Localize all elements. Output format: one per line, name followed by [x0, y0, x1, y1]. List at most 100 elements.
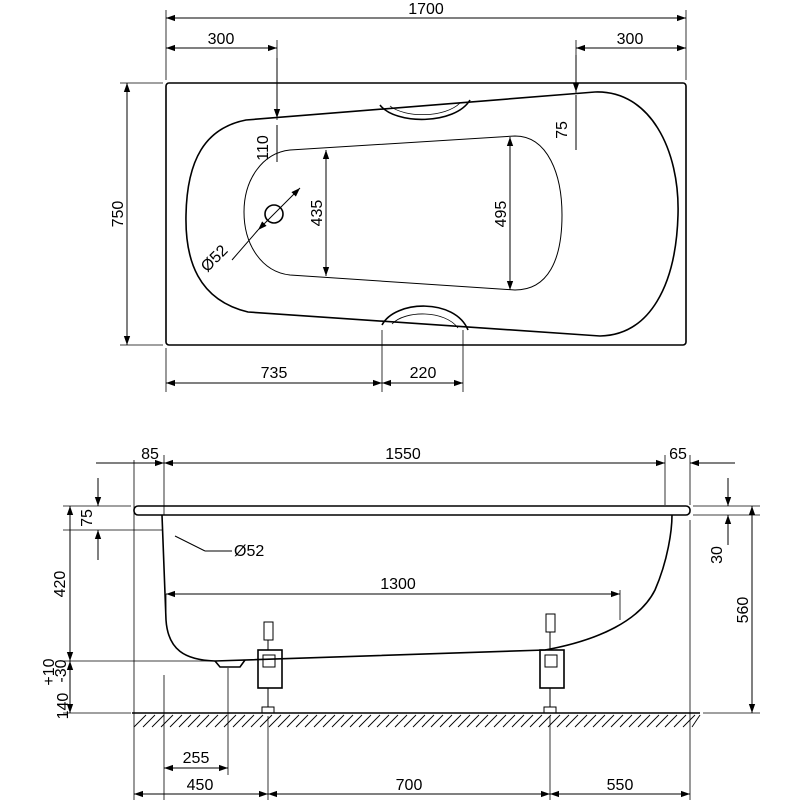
hatch-line — [169, 714, 183, 728]
hatch-line — [538, 714, 552, 728]
hatch-line — [520, 714, 534, 728]
hatch-line — [142, 714, 156, 728]
hatch-line — [331, 714, 345, 728]
hatch-line — [304, 714, 318, 728]
hatch-line — [484, 714, 498, 728]
hatch-line — [619, 714, 633, 728]
hatch-line — [151, 714, 165, 728]
hatch-line — [565, 714, 579, 728]
hatch-line — [673, 714, 687, 728]
hatch-line — [187, 714, 201, 728]
tub-rim — [133, 505, 691, 516]
basin-outline — [185, 91, 679, 337]
dim-inner-width-narrow: 435 — [309, 200, 326, 227]
dim-tub-height: 420 — [52, 571, 69, 598]
dim-leg-offset-left: 450 — [187, 777, 214, 794]
hatch-line — [691, 714, 701, 728]
hatch-line — [403, 714, 417, 728]
tub-body-side — [161, 514, 673, 662]
top-view: 1700 300 300 750 110 75 435 495 Ø52 735 … — [110, 1, 687, 392]
hatch-line — [421, 714, 435, 728]
dim-drain-diameter-side: Ø52 — [234, 543, 264, 560]
hatch-line — [628, 714, 642, 728]
hatch-line — [646, 714, 660, 728]
hatch-line — [592, 714, 606, 728]
dim-inner-length: 1550 — [385, 446, 421, 463]
hatch-line — [529, 714, 543, 728]
dim-overall-length: 1700 — [408, 1, 444, 18]
hatch-line — [502, 714, 516, 728]
hatch-line — [376, 714, 390, 728]
hatch-line — [259, 714, 273, 728]
handle-recess-top — [379, 99, 471, 121]
side-view: 85 1550 65 75 Ø52 1300 420 140 +10 -30 3… — [41, 446, 760, 800]
dim-drain-offset: 255 — [183, 750, 210, 767]
hatch-line — [286, 714, 300, 728]
hatch-line — [232, 714, 246, 728]
hatch-line — [367, 714, 381, 728]
hatch-line — [322, 714, 336, 728]
hatch-line — [511, 714, 525, 728]
hatch-line — [655, 714, 669, 728]
hatch-line — [466, 714, 480, 728]
hatch-line — [277, 714, 291, 728]
hatch-line — [430, 714, 444, 728]
hatch-line — [682, 714, 696, 728]
dim-inner-width-wide: 495 — [493, 201, 510, 228]
dim-leg-height-plus: +10 — [41, 658, 58, 685]
dim-drain-diameter-top: Ø52 — [198, 242, 231, 275]
hatch-line — [574, 714, 588, 728]
hatch-line — [556, 714, 570, 728]
hatch-line — [295, 714, 309, 728]
dim-handle-position: 735 — [261, 365, 288, 382]
dim-handle-width: 220 — [410, 365, 437, 382]
hatch-line — [637, 714, 651, 728]
hatch-line — [583, 714, 597, 728]
dim-rim-thickness: 75 — [79, 509, 96, 527]
tub-outline-top — [165, 82, 687, 346]
support-leg-left — [257, 621, 283, 714]
dim-leg-height-base: 140 — [55, 693, 72, 720]
hatch-line — [412, 714, 426, 728]
hatch-line — [610, 714, 624, 728]
hatch-line — [439, 714, 453, 728]
hatch-line — [664, 714, 678, 728]
floor-hatch — [133, 714, 701, 728]
hatch-line — [268, 714, 282, 728]
hatch-line — [205, 714, 219, 728]
basin-floor — [243, 135, 563, 291]
dim-right-offset: 300 — [617, 31, 644, 48]
hatch-line — [457, 714, 471, 728]
hatch-line — [241, 714, 255, 728]
hatch-line — [475, 714, 489, 728]
hatch-line — [313, 714, 327, 728]
handle-recess-bottom — [381, 305, 469, 331]
dim-side-gap: 30 — [709, 546, 726, 564]
dim-leg-spacing: 700 — [396, 777, 423, 794]
dim-leg-offset-right: 550 — [607, 777, 634, 794]
hatch-line — [133, 714, 147, 728]
dim-total-height: 560 — [735, 597, 752, 624]
dim-end-width: 110 — [255, 135, 272, 161]
dim-rim-depth: 75 — [554, 121, 571, 139]
dim-overall-width: 750 — [110, 201, 127, 228]
hatch-line — [385, 714, 399, 728]
hatch-line — [394, 714, 408, 728]
hatch-line — [160, 714, 174, 728]
hatch-line — [340, 714, 354, 728]
dim-left-offset: 300 — [208, 31, 235, 48]
support-leg-right — [539, 613, 565, 714]
dim-leg-height-minus: -30 — [53, 659, 70, 682]
hatch-line — [358, 714, 372, 728]
hatch-line — [223, 714, 237, 728]
dim-bottom-length: 1300 — [380, 576, 416, 593]
hatch-line — [493, 714, 507, 728]
dim-right-rim: 65 — [669, 446, 687, 463]
hatch-line — [196, 714, 210, 728]
dim-left-rim: 85 — [141, 446, 159, 463]
hatch-line — [448, 714, 462, 728]
hatch-line — [214, 714, 228, 728]
handle-recess-top-inner — [389, 102, 461, 116]
drain-outlet — [214, 659, 246, 668]
